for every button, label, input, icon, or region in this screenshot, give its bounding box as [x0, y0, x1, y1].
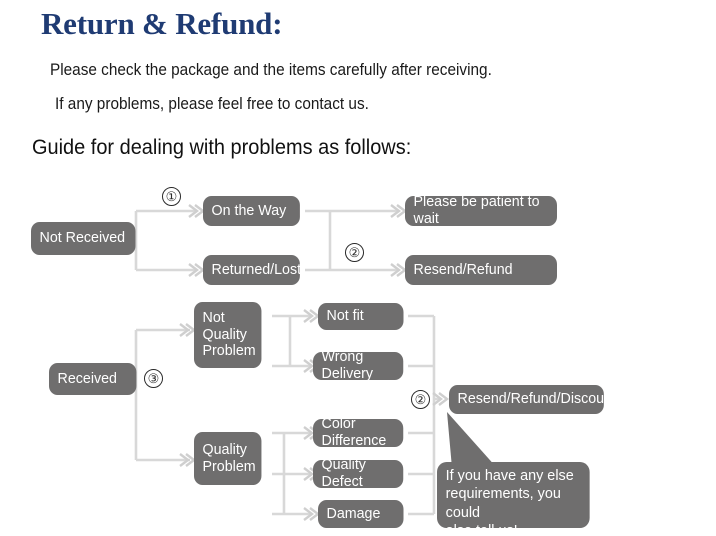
callout-bubble: If you have any else requirements, you c… [437, 462, 590, 536]
intro-line-2: If any problems, please feel free to con… [55, 95, 369, 113]
guide-heading: Guide for dealing with problems as follo… [32, 136, 412, 159]
node-not-received: Not Received [31, 222, 136, 255]
node-color-difference: Color Difference [313, 415, 404, 449]
node-on-the-way: On the Way [203, 196, 300, 226]
node-received: Received [49, 363, 137, 395]
node-please-be-patient: Please be patient to wait [405, 193, 557, 227]
node-wrong-delivery: Wrong Delivery [313, 348, 404, 382]
node-not-fit: Not fit [318, 303, 404, 330]
node-not-quality-problem: Not Quality Problem [194, 302, 262, 368]
node-returned-lost: Returned/Lost [203, 255, 301, 285]
step-marker-2-bottom: ② [411, 390, 430, 409]
step-marker-1: ① [162, 187, 181, 206]
page-title: Return & Refund: [41, 6, 283, 41]
node-quality-defect: Quality Defect [313, 456, 404, 490]
node-resend-refund: Resend/Refund [405, 255, 557, 285]
callout-tail [447, 412, 497, 468]
node-damage: Damage [318, 500, 404, 528]
node-resend-refund-discount: Resend/Refund/Discount [449, 385, 616, 414]
step-marker-3: ③ [144, 369, 163, 388]
node-quality-problem: Quality Problem [194, 432, 262, 485]
step-marker-2-top: ② [345, 243, 364, 262]
intro-line-1: Please check the package and the items c… [50, 61, 492, 79]
